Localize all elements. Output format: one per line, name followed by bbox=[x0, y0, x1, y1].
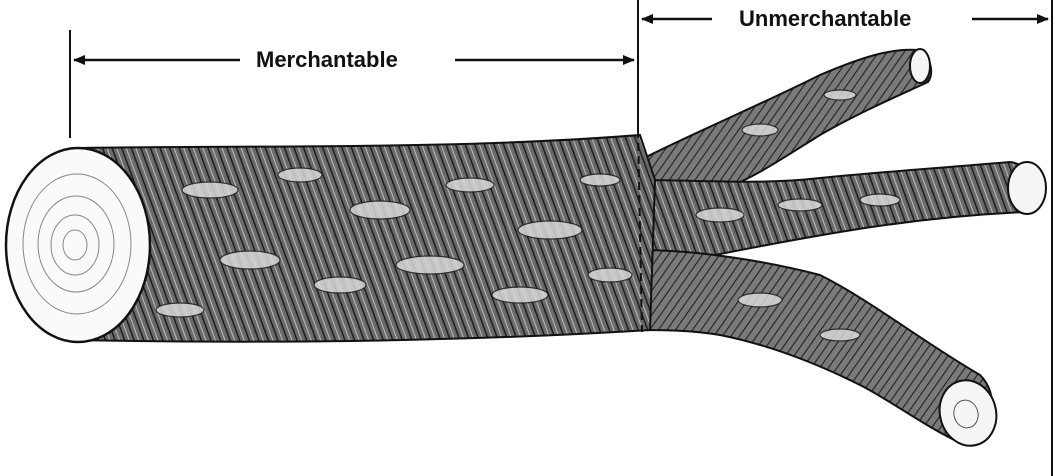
log-cut-face bbox=[6, 148, 150, 342]
upper-branch bbox=[640, 50, 931, 192]
unmerchantable-label: Unmerchantable bbox=[735, 6, 915, 32]
middle-branch-end bbox=[1008, 162, 1046, 214]
upper-branch-end bbox=[910, 49, 930, 83]
merchantable-label: Merchantable bbox=[252, 47, 402, 73]
